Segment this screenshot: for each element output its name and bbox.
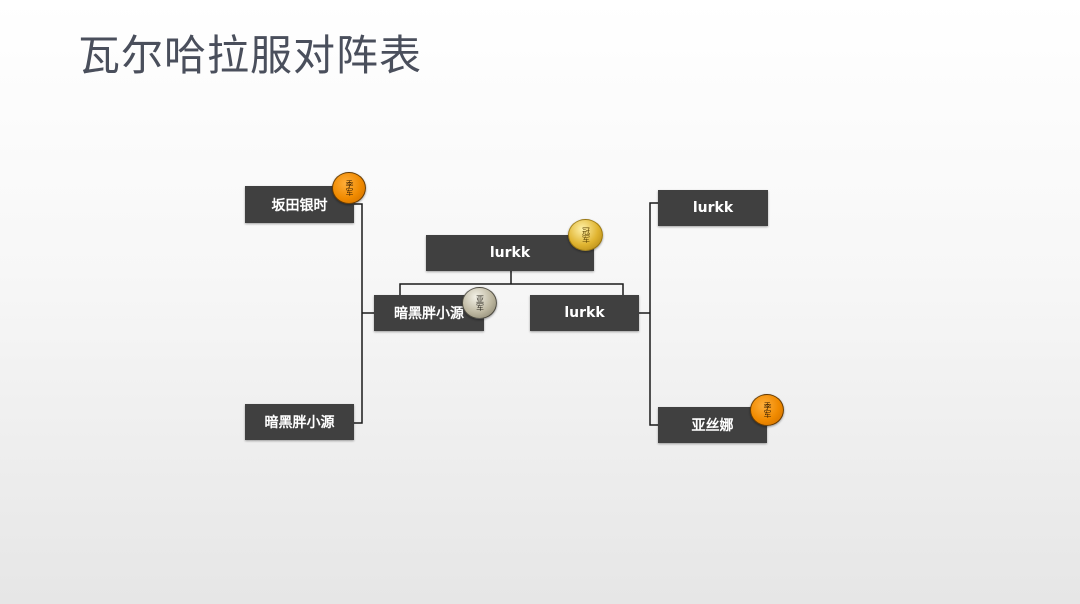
silver-medal-icon: 亚军 xyxy=(462,287,497,319)
badge-label: 冠军 xyxy=(581,227,591,243)
player-name: lurkk xyxy=(489,245,531,261)
player-name: lurkk xyxy=(564,305,605,321)
player-name: 暗黑胖小源 xyxy=(264,415,335,431)
bracket-line-left xyxy=(354,203,363,424)
bracket-line-final xyxy=(399,283,624,295)
player-name: 亚丝娜 xyxy=(691,418,734,434)
player-box-right-top: lurkk xyxy=(658,190,768,226)
gold-medal-icon: 冠军 xyxy=(568,219,603,251)
player-name: 坂田银时 xyxy=(271,197,328,214)
player-box-right-bottom: 亚丝娜 xyxy=(658,407,767,443)
player-name: 暗黑胖小源 xyxy=(394,306,464,322)
bronze-medal-icon: 季军 xyxy=(750,394,784,426)
bronze-medal-icon: 季军 xyxy=(332,172,366,204)
player-box-left-bottom: 暗黑胖小源 xyxy=(245,404,354,440)
player-name: lurkk xyxy=(692,200,734,216)
badge-label: 季军 xyxy=(763,402,772,418)
badge-label: 季军 xyxy=(345,180,354,196)
bracket-line-right xyxy=(649,202,658,426)
player-box-champion: lurkk xyxy=(426,235,594,271)
page-title: 瓦尔哈拉服对阵表 xyxy=(78,31,423,80)
badge-label: 亚军 xyxy=(475,295,485,311)
player-box-right-semi: lurkk xyxy=(530,295,639,331)
